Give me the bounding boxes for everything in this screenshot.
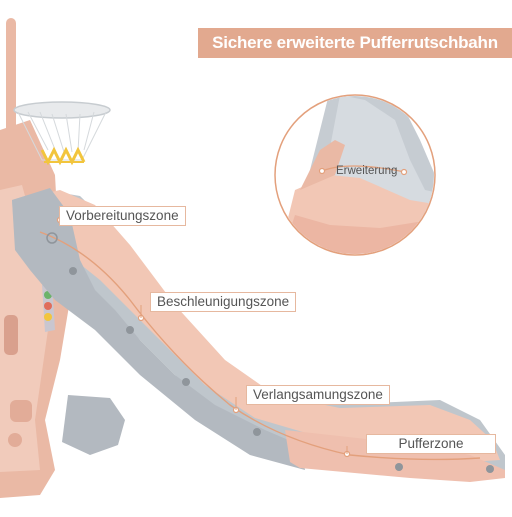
basketball-hoop-icon	[13, 101, 111, 166]
zone-label-acceleration: Beschleunigungszone	[150, 292, 297, 312]
zone-label-preparation: Vorbereitungszone	[59, 206, 186, 226]
zone-label-deceleration: Verlangsamungszone	[246, 385, 390, 405]
zone-label-buffer: Pufferzone	[366, 434, 496, 454]
banner-title: Sichere erweiterte Pufferrutschbahn	[198, 28, 512, 58]
detail-label: Erweiterung	[336, 165, 398, 177]
screw-icon	[69, 267, 494, 473]
